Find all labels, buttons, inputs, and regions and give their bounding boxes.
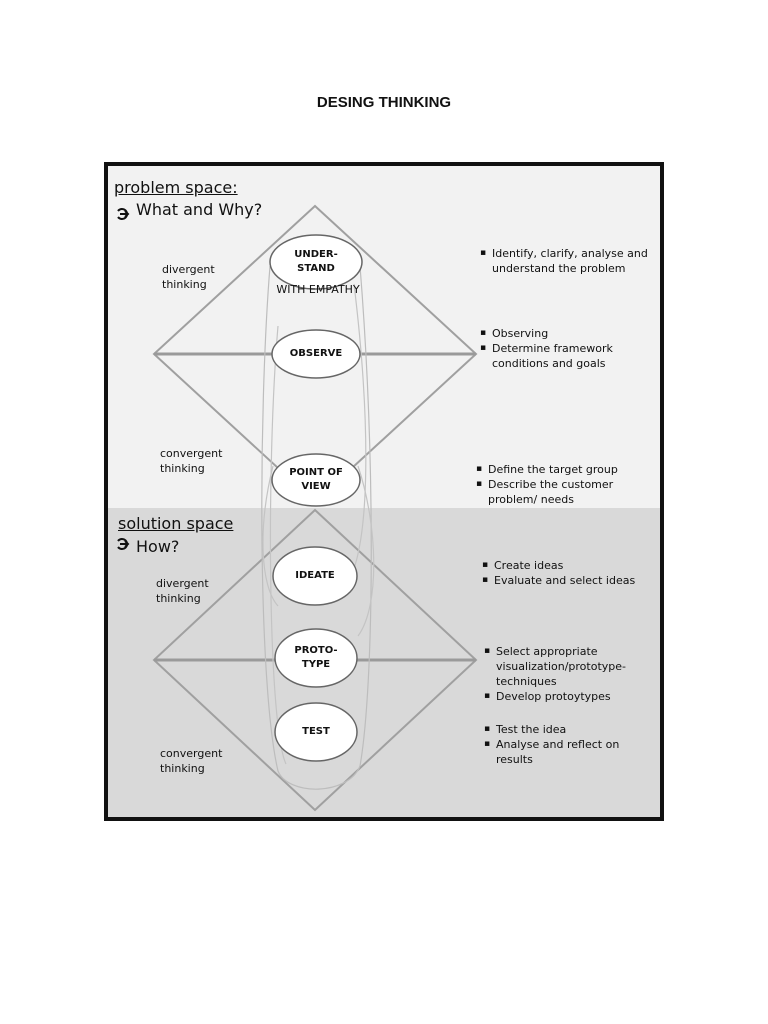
solution-convergent-label: convergent thinking bbox=[160, 747, 223, 775]
problem-divergent-label: divergent thinking bbox=[162, 263, 215, 291]
ideate-label: IDEATE bbox=[295, 570, 335, 581]
test-bullets: Test the ideaAnalyse and reflect on resu… bbox=[484, 722, 656, 767]
bullet-item: Evaluate and select ideas bbox=[482, 573, 652, 588]
diagram-shapes bbox=[117, 204, 478, 812]
point-of-view-label: POINT OF VIEW bbox=[289, 467, 343, 492]
arrow-right-icon bbox=[117, 208, 130, 220]
problem-convergent-label: convergent thinking bbox=[160, 447, 223, 475]
observe-node bbox=[271, 329, 361, 379]
solution-space-title: solution space bbox=[118, 514, 234, 533]
bullet-item: Observing bbox=[480, 326, 656, 341]
ideate-bullets: Create ideasEvaluate and select ideas bbox=[482, 558, 652, 588]
loop-connector bbox=[261, 265, 372, 790]
bullet-item: Create ideas bbox=[482, 558, 652, 573]
bullet-item: Define the target group bbox=[476, 462, 654, 477]
bullet-item: Identify, clarify, analyse and understan… bbox=[480, 246, 652, 276]
prototype-bullets: Select appropriate visualization/prototy… bbox=[484, 644, 644, 704]
bullet-item: Describe the customer problem/ needs bbox=[476, 477, 654, 507]
bullet-item: Develop protoytypes bbox=[484, 689, 644, 704]
prototype-node bbox=[274, 628, 358, 688]
understand-label: UNDER- STAND bbox=[294, 249, 338, 274]
solution-diamond bbox=[152, 508, 478, 812]
solution-space-question: How? bbox=[136, 537, 180, 556]
problem-space-question: What and Why? bbox=[136, 200, 263, 219]
test-node bbox=[274, 702, 358, 762]
observe-label: OBSERVE bbox=[289, 348, 343, 359]
bullet-item: Determine framework conditions and goals bbox=[480, 341, 656, 371]
understand-sub-label: WITH EMPATHY bbox=[276, 283, 360, 296]
bullet-item: Analyse and reflect on results bbox=[484, 737, 656, 767]
bullet-item: Test the idea bbox=[484, 722, 656, 737]
test-label: TEST bbox=[302, 726, 330, 737]
ideate-node bbox=[272, 546, 358, 606]
understand-node bbox=[269, 234, 363, 290]
understand-bullets: Identify, clarify, analyse and understan… bbox=[480, 246, 652, 276]
point-of-view-bullets: Define the target groupDescribe the cust… bbox=[476, 462, 654, 507]
document-title: DESING THINKING bbox=[316, 94, 452, 111]
point-of-view-node bbox=[271, 453, 361, 507]
arrow-right-icon bbox=[117, 538, 130, 550]
problem-space-title: problem space: bbox=[114, 178, 238, 197]
solution-divergent-label: divergent thinking bbox=[156, 577, 209, 605]
prototype-label: PROTO- TYPE bbox=[294, 645, 338, 670]
loop-connector bbox=[262, 465, 375, 637]
observe-bullets: ObservingDetermine framework conditions … bbox=[480, 326, 656, 371]
bullet-item: Select appropriate visualization/prototy… bbox=[484, 644, 644, 689]
design-thinking-diagram: problem space: What and Why? divergent t… bbox=[104, 162, 664, 821]
